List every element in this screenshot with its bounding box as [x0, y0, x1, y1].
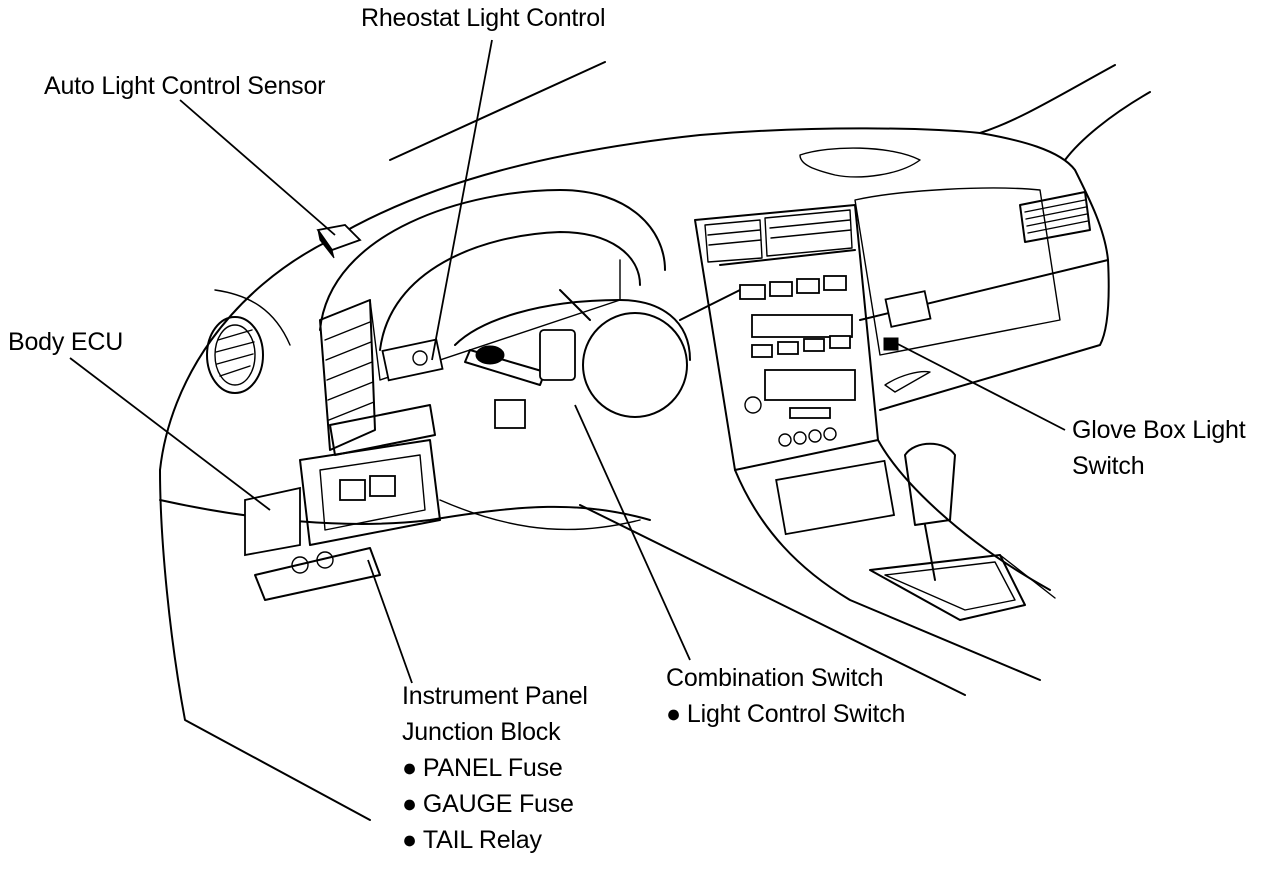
label-rheostat-light-control: Rheostat Light Control: [361, 4, 606, 32]
steering-hub: [582, 312, 688, 418]
windshield-pillar: [389, 61, 606, 161]
glove-box-line-2: Switch: [1072, 452, 1145, 480]
left-dash-trim: [214, 289, 291, 346]
center-console-right: [877, 439, 1051, 591]
cluster-hood: [369, 259, 621, 381]
ip-junction-item: ●TAIL Relay: [402, 822, 588, 858]
glove-box-line-1: Glove Box Light: [1072, 416, 1246, 444]
leader-body-ecu: [69, 357, 271, 511]
steering-column-cover: [454, 299, 691, 361]
leader-rheostat: [431, 39, 493, 361]
center-stack: [694, 204, 879, 471]
bullet-icon: ●: [402, 754, 417, 782]
leader-auto-sensor: [179, 99, 336, 236]
dash-right-upper: [859, 132, 1109, 321]
dash-right-lower: [879, 259, 1110, 411]
glove-lower-trim: [884, 370, 931, 393]
lower-dash-edge: [159, 499, 651, 525]
cluster-left-vent: [319, 299, 376, 451]
defroster-slot: [799, 147, 921, 178]
glove-box-latch: [883, 290, 932, 351]
ip-junction-item: ●PANEL Fuse: [402, 750, 588, 786]
steering-wheel-rim: [319, 189, 666, 331]
label-body-ecu: Body ECU: [8, 328, 124, 356]
bullet-icon: ●: [402, 826, 417, 854]
center-console: [734, 469, 1041, 681]
label-glove-box-light-switch: Glove Box Light Switch: [1072, 412, 1246, 484]
console-tray: [775, 459, 896, 536]
right-vent: [1019, 191, 1091, 243]
glove-box: [854, 187, 1061, 356]
windshield-line: [1064, 91, 1151, 161]
bullet-icon: ●: [402, 790, 417, 818]
leader-ip-junction: [367, 559, 413, 684]
label-ip-junction-block: Instrument Panel Junction Block ●PANEL F…: [402, 678, 588, 858]
ip-junction-line-2: Junction Block: [402, 718, 561, 746]
left-round-vent: [206, 316, 264, 394]
steering-wheel-rim-inner: [379, 231, 641, 351]
rheostat-switch: [381, 338, 444, 382]
leader-glove-box: [889, 339, 1066, 431]
combination-switch: [464, 329, 576, 429]
label-auto-light-control-sensor: Auto Light Control Sensor: [44, 72, 326, 100]
body-ecu-box: [244, 486, 301, 557]
ip-junction-block: [254, 404, 441, 601]
label-combination-switch: Combination Switch ●Light Control Switch: [666, 660, 905, 732]
ip-junction-line-1: Instrument Panel: [402, 682, 588, 710]
gear-shifter: [869, 442, 1056, 621]
floor-line: [579, 504, 966, 696]
dashboard-top-outline: [159, 64, 1116, 471]
leader-combination-switch: [574, 404, 691, 661]
combination-switch-item: ●Light Control Switch: [666, 696, 905, 732]
auto-light-sensor-shade: [317, 229, 335, 259]
ip-junction-item: ●GAUGE Fuse: [402, 786, 588, 822]
combination-switch-title: Combination Switch: [666, 664, 884, 692]
bullet-icon: ●: [666, 700, 681, 728]
steering-spoke: [559, 289, 741, 321]
